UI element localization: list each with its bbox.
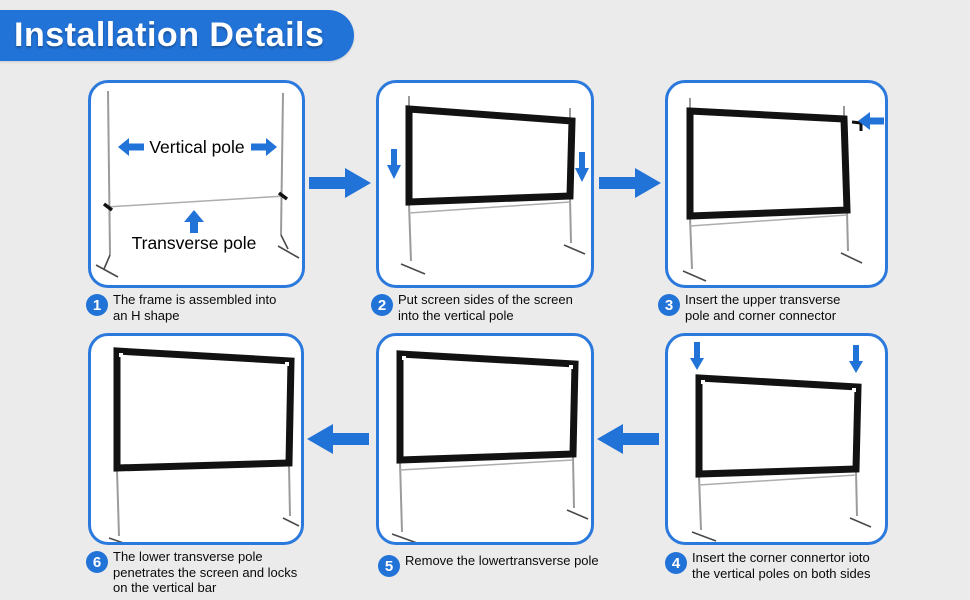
step-6-caption: 6 The lower transverse pole penetrates t… (86, 549, 318, 596)
screen-frame (695, 374, 862, 478)
connector-insert-illustration (690, 342, 872, 542)
frame-lines (682, 98, 863, 282)
arrow-up-icon (184, 210, 204, 233)
step-number-badge: 6 (86, 551, 108, 573)
frame-lines (95, 90, 300, 278)
arrow-down-icon (849, 345, 863, 373)
flow-arrow-left-icon (597, 424, 659, 454)
h-frame-illustration: Vertical pole Transverse pole (95, 90, 300, 278)
step-5-caption: 5 Remove the lowertransverse pole (378, 553, 635, 577)
vertical-pole-label: Vertical pole (149, 137, 244, 157)
page-title: Installation Details (14, 16, 325, 54)
frame-lines (108, 464, 300, 542)
step-3-caption: 3 Insert the upper transverse pole and c… (658, 292, 875, 323)
arrow-down-icon (690, 342, 704, 370)
corner-pip (852, 388, 856, 392)
step-caption-text: Put screen sides of the screen into the … (398, 292, 573, 323)
flow-arrow-right-icon (309, 168, 371, 198)
corner-pip (569, 365, 573, 369)
step-caption-text: The lower transverse pole penetrates the… (113, 549, 298, 595)
step-number-badge: 5 (378, 555, 400, 577)
finished-screen-illustration (108, 347, 300, 542)
step-number-badge: 1 (86, 294, 108, 316)
corner-pip (701, 380, 705, 384)
screen-frame (405, 105, 576, 206)
step-2-caption: 2 Put screen sides of the screen into th… (371, 292, 596, 323)
step-1-panel: Vertical pole Transverse pole (88, 80, 305, 288)
screen-on-poles-illustration (387, 96, 589, 275)
step-caption-text: Insert the upper transverse pole and cor… (685, 292, 841, 323)
step-4-caption: 4 Insert the corner connertor ioto the v… (665, 550, 902, 581)
step-2-panel (376, 80, 594, 288)
step-number-badge: 3 (658, 294, 680, 316)
assembled-screen-illustration (391, 350, 589, 542)
step-4-panel (665, 333, 888, 545)
arrow-left-icon (858, 112, 884, 130)
corner-pip (119, 353, 123, 357)
flow-arrow-left-icon (307, 424, 369, 454)
step-caption-text: Remove the lowertransverse pole (405, 553, 599, 568)
frame-lines (691, 470, 872, 542)
screen-frame (686, 107, 851, 220)
step-number-badge: 2 (371, 294, 393, 316)
screen-frame (113, 347, 295, 472)
transverse-pole-label: Transverse pole (132, 233, 257, 253)
arrow-left-icon (118, 138, 144, 156)
flow-arrow-right-icon (599, 168, 661, 198)
step-5-panel (376, 333, 594, 545)
corner-connector (851, 120, 863, 131)
step-caption-text: Insert the corner connertor ioto the ver… (692, 550, 871, 581)
corner-connector-illustration (682, 98, 884, 282)
step-1-caption: 1 The frame is assembled into an H shape (86, 292, 295, 323)
step-3-panel (665, 80, 888, 288)
arrow-down-icon (387, 149, 401, 179)
frame-lines (391, 455, 589, 542)
corner-pip (402, 356, 406, 360)
step-6-panel (88, 333, 304, 545)
step-caption-text: The frame is assembled into an H shape (113, 292, 277, 323)
screen-frame (396, 350, 579, 464)
frame-lines (400, 96, 586, 275)
arrow-right-icon (251, 138, 277, 156)
step-number-badge: 4 (665, 552, 687, 574)
header-banner: Installation Details (0, 10, 355, 61)
arrow-down-icon (575, 152, 589, 182)
corner-pip (285, 362, 289, 366)
